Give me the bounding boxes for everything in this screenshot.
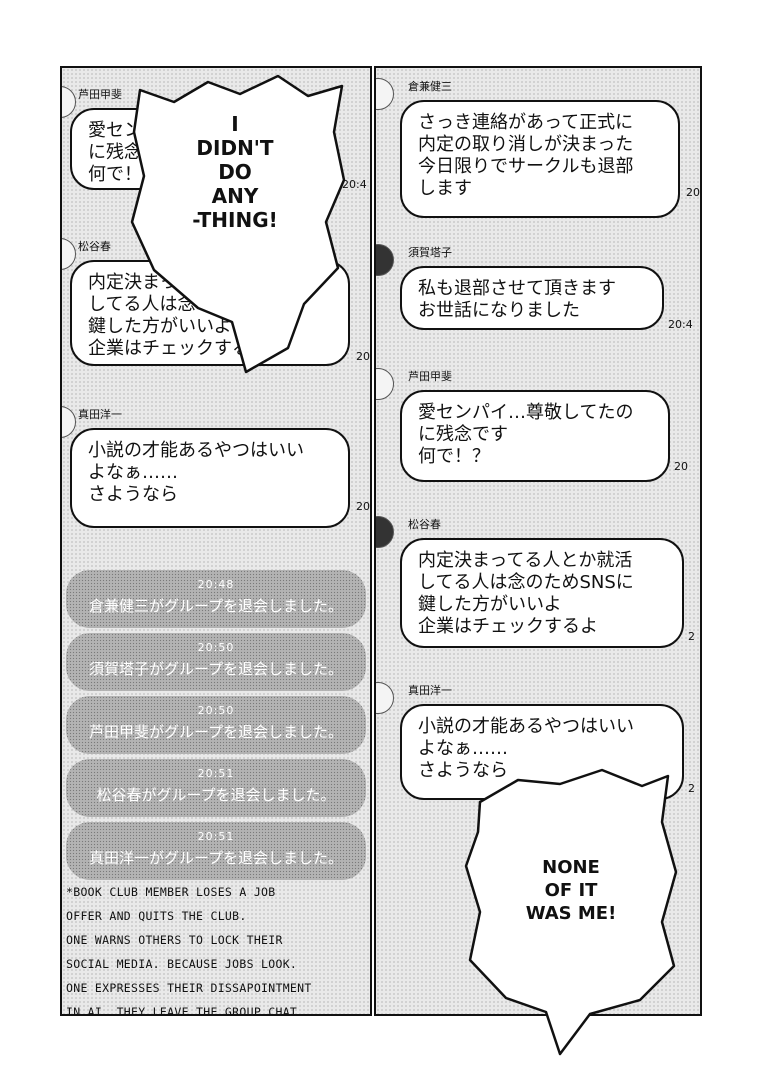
message-bubble: 内定決まってる人とか就活 してる人は念のためSNSに 鍵した方がいいよ 企業はチ… xyxy=(400,538,684,648)
avatar xyxy=(376,78,394,110)
message-bubble: さっき連絡があって正式に 内定の取り消しが決まった 今日限りでサークルも退部 し… xyxy=(400,100,680,218)
avatar xyxy=(62,406,76,438)
system-message-time: 20:50 xyxy=(197,704,235,717)
message-time: 20 xyxy=(674,460,688,473)
avatar xyxy=(376,368,394,400)
system-message-text: 真田洋一がグループを退会しました。 xyxy=(88,849,344,867)
message-time: 2 xyxy=(688,782,695,795)
message-time: 20:4 xyxy=(668,318,693,331)
avatar xyxy=(62,86,76,118)
system-message-time: 20:50 xyxy=(197,641,235,654)
shout-text-left: I DIDN'T DO ANY -THING! xyxy=(192,112,278,232)
message-time: 2 xyxy=(688,630,695,643)
shout-text-right: NONE OF IT WAS ME! xyxy=(525,857,617,924)
avatar xyxy=(376,516,394,548)
sender-name: 芦田甲斐 xyxy=(408,370,452,383)
sender-name: 倉兼健三 xyxy=(408,80,452,93)
system-message-time: 20:48 xyxy=(197,578,235,591)
sender-name: 松谷春 xyxy=(78,240,111,253)
system-message-text: 松谷春がグループを退会しました。 xyxy=(96,786,336,804)
system-message-time: 20:51 xyxy=(197,830,235,843)
message-bubble: 小説の才能あるやつはいい よなぁ…… さようなら xyxy=(70,428,350,528)
system-message-text: 須賀塔子がグループを退会しました。 xyxy=(88,660,344,678)
system-message: 20:48 倉兼健三がグループを退会しました。 xyxy=(66,570,366,628)
message-time: 20: xyxy=(686,186,702,199)
shout-bubble-right xyxy=(464,768,678,1056)
system-message: 20:51 松谷春がグループを退会しました。 xyxy=(66,759,366,817)
system-message: 20:50 須賀塔子がグループを退会しました。 xyxy=(66,633,366,691)
sender-name: 須賀塔子 xyxy=(408,246,452,259)
sender-name: 芦田甲斐 xyxy=(78,88,122,101)
message-bubble: 私も退部させて頂きます お世話になりました xyxy=(400,266,664,330)
translator-note: *Book club member loses a job offer and … xyxy=(66,885,312,1016)
system-message: 20:50 芦田甲斐がグループを退会しました。 xyxy=(66,696,366,754)
message-time: 20:4 xyxy=(342,178,367,191)
sender-name: 松谷春 xyxy=(408,518,441,531)
avatar xyxy=(376,244,394,276)
sender-name: 真田洋一 xyxy=(408,684,452,697)
shout-bubble-left xyxy=(130,74,346,374)
sender-name: 真田洋一 xyxy=(78,408,122,421)
message-bubble: 愛センパイ…尊敬してたの に残念です 何で！？ xyxy=(400,390,670,482)
message-time: 20 xyxy=(356,350,370,363)
system-message-text: 倉兼健三がグループを退会しました。 xyxy=(88,597,344,615)
avatar xyxy=(62,238,76,270)
avatar xyxy=(376,682,394,714)
system-message-time: 20:51 xyxy=(197,767,235,780)
message-time: 20 xyxy=(356,500,370,513)
system-message: 20:51 真田洋一がグループを退会しました。 xyxy=(66,822,366,880)
system-message-text: 芦田甲斐がグループを退会しました。 xyxy=(88,723,344,741)
